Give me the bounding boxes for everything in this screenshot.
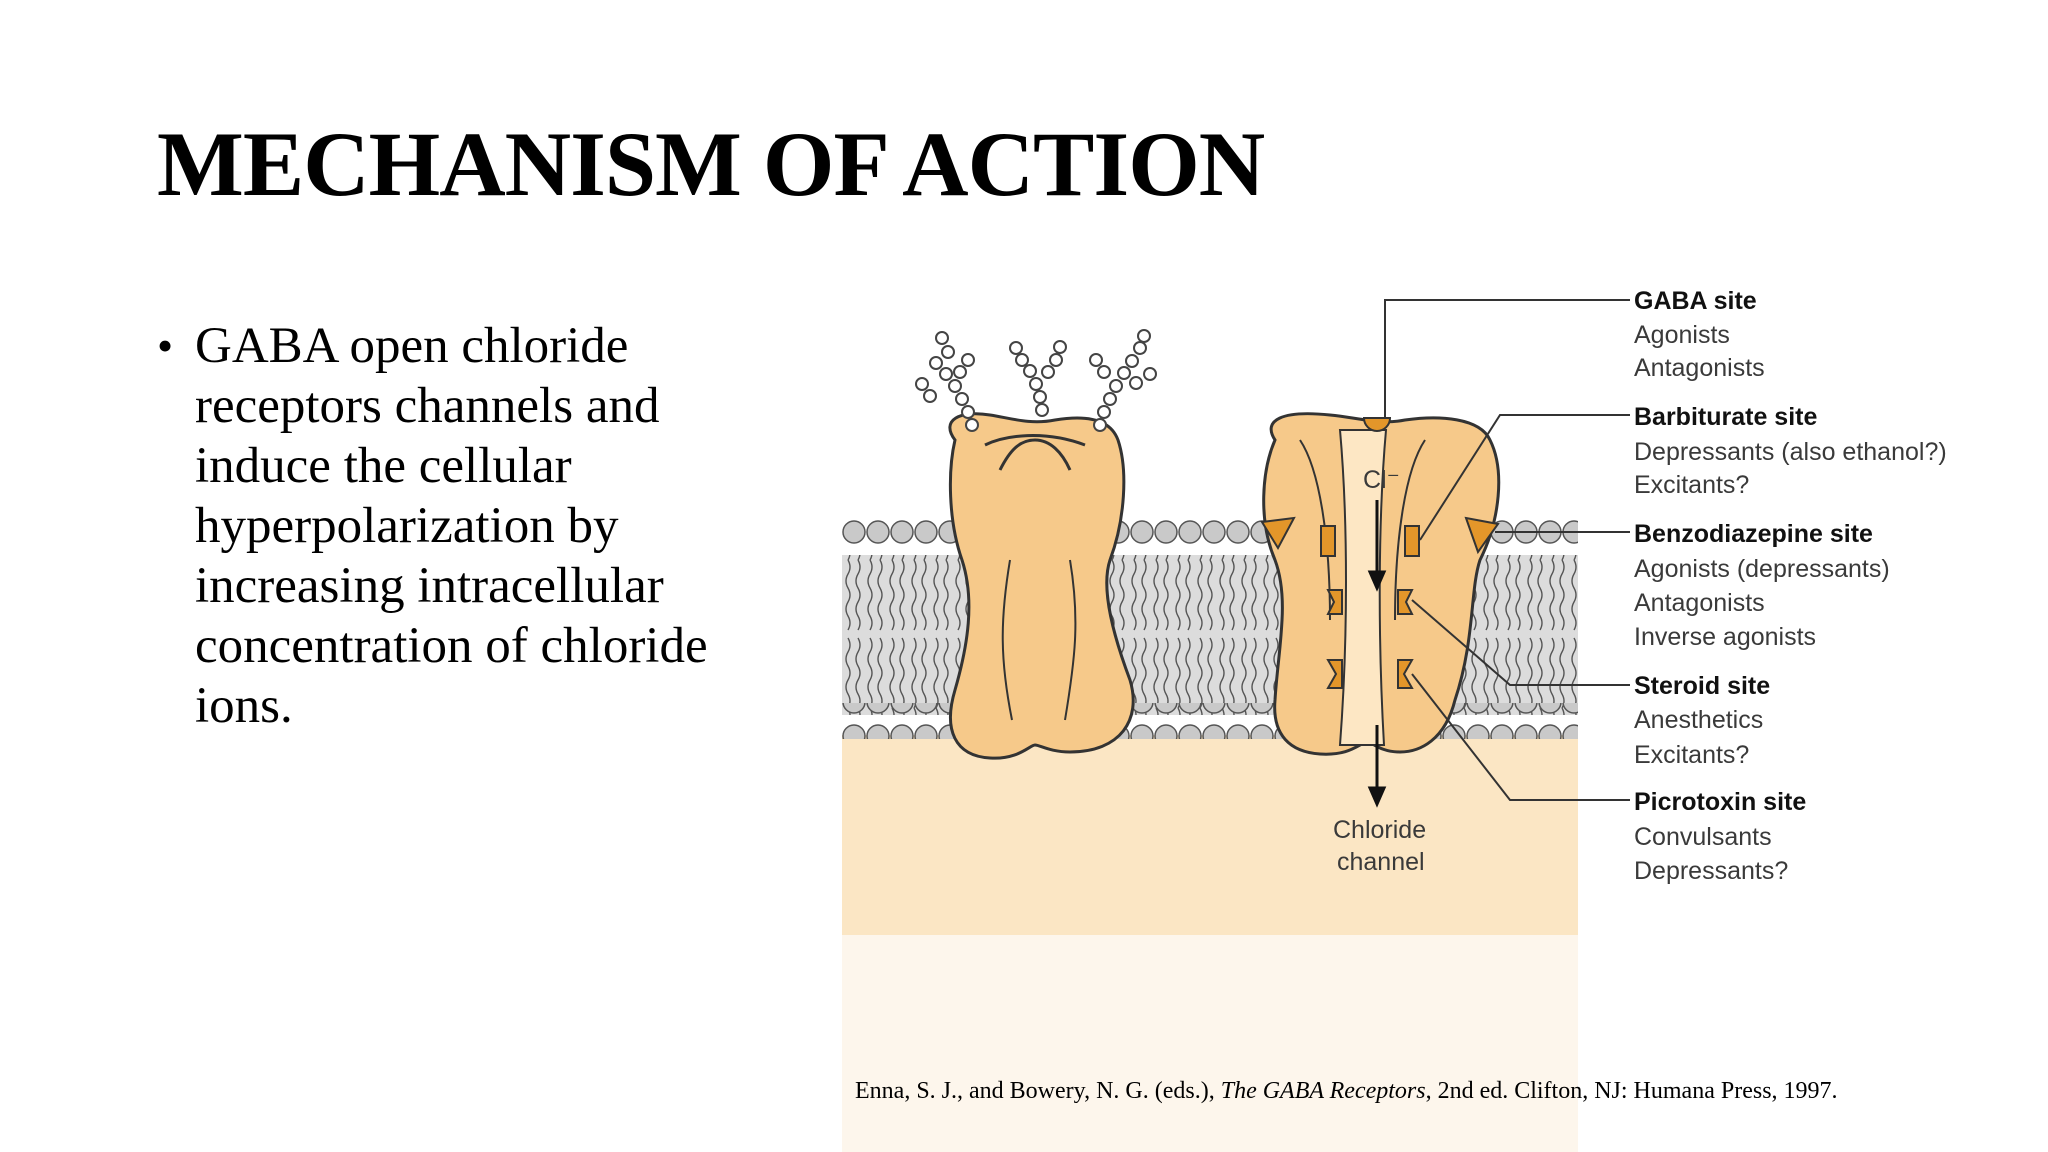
site-item: Agonists (depressants) (1634, 555, 1890, 583)
lower-fade (842, 935, 1578, 1152)
site-item: Depressants? (1634, 857, 1788, 885)
citation-book: The GABA Receptors (1220, 1078, 1426, 1104)
site-item: Antagonists (1634, 354, 1765, 382)
receptor-cross-section (1260, 412, 1501, 756)
citation: Enna, S. J., and Bowery, N. G. (eds.), T… (855, 1078, 1838, 1105)
site-name: GABA site (1634, 287, 1757, 315)
citation-suffix: , 2nd ed. Clifton, NJ: Humana Press, 199… (1425, 1078, 1838, 1104)
citation-prefix: Enna, S. J., and Bowery, N. G. (eds.), (855, 1078, 1221, 1104)
channel-label-line2: channel (1337, 848, 1425, 876)
site-item: Convulsants (1634, 823, 1772, 851)
site-name: Picrotoxin site (1634, 788, 1806, 816)
site-item: Inverse agonists (1634, 623, 1816, 651)
site-item: Agonists (1634, 321, 1730, 349)
site-name: Benzodiazepine site (1634, 520, 1873, 548)
site-item: Depressants (also ethanol?) (1634, 438, 1947, 466)
bullet-text: GABA open chloride receptors channels an… (195, 318, 708, 734)
site-item: Anesthetics (1634, 706, 1763, 734)
receptor-left (948, 412, 1135, 760)
site-item: Excitants? (1634, 471, 1749, 499)
bullet-marker: • (157, 320, 174, 371)
site-item: Excitants? (1634, 741, 1749, 769)
site-name: Steroid site (1634, 672, 1770, 700)
bullet-list: • GABA open chloride receptors channels … (157, 316, 797, 736)
cytoplasm (842, 735, 1578, 935)
channel-label-line1: Chloride (1333, 816, 1426, 844)
slide-title: MECHANISM OF ACTION (157, 113, 1265, 215)
glycosylation-chains (915, 329, 1157, 432)
site-name: Barbiturate site (1634, 403, 1817, 431)
chloride-flow-arrow (1367, 500, 1387, 808)
leader-lines (1384, 299, 1630, 801)
site-labels: GABA site Agonists Antagonists Barbitura… (1634, 287, 1947, 885)
chloride-ion-label: Cl⁻ (1363, 466, 1400, 494)
site-item: Antagonists (1634, 589, 1765, 617)
